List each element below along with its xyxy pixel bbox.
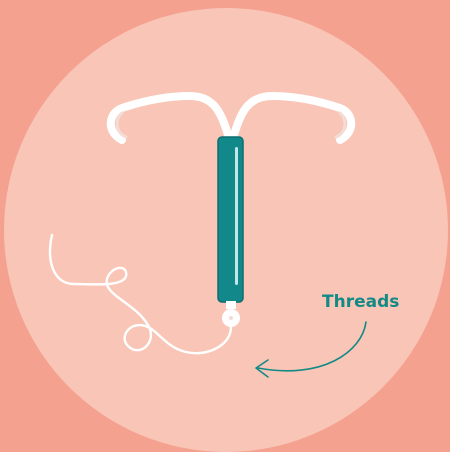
iud-bulb-dot bbox=[229, 316, 233, 320]
threads-label: Threads bbox=[322, 292, 399, 312]
iud-stem-highlight bbox=[235, 147, 238, 285]
iud-stem bbox=[218, 137, 243, 302]
iud-stem-tip bbox=[226, 301, 236, 309]
